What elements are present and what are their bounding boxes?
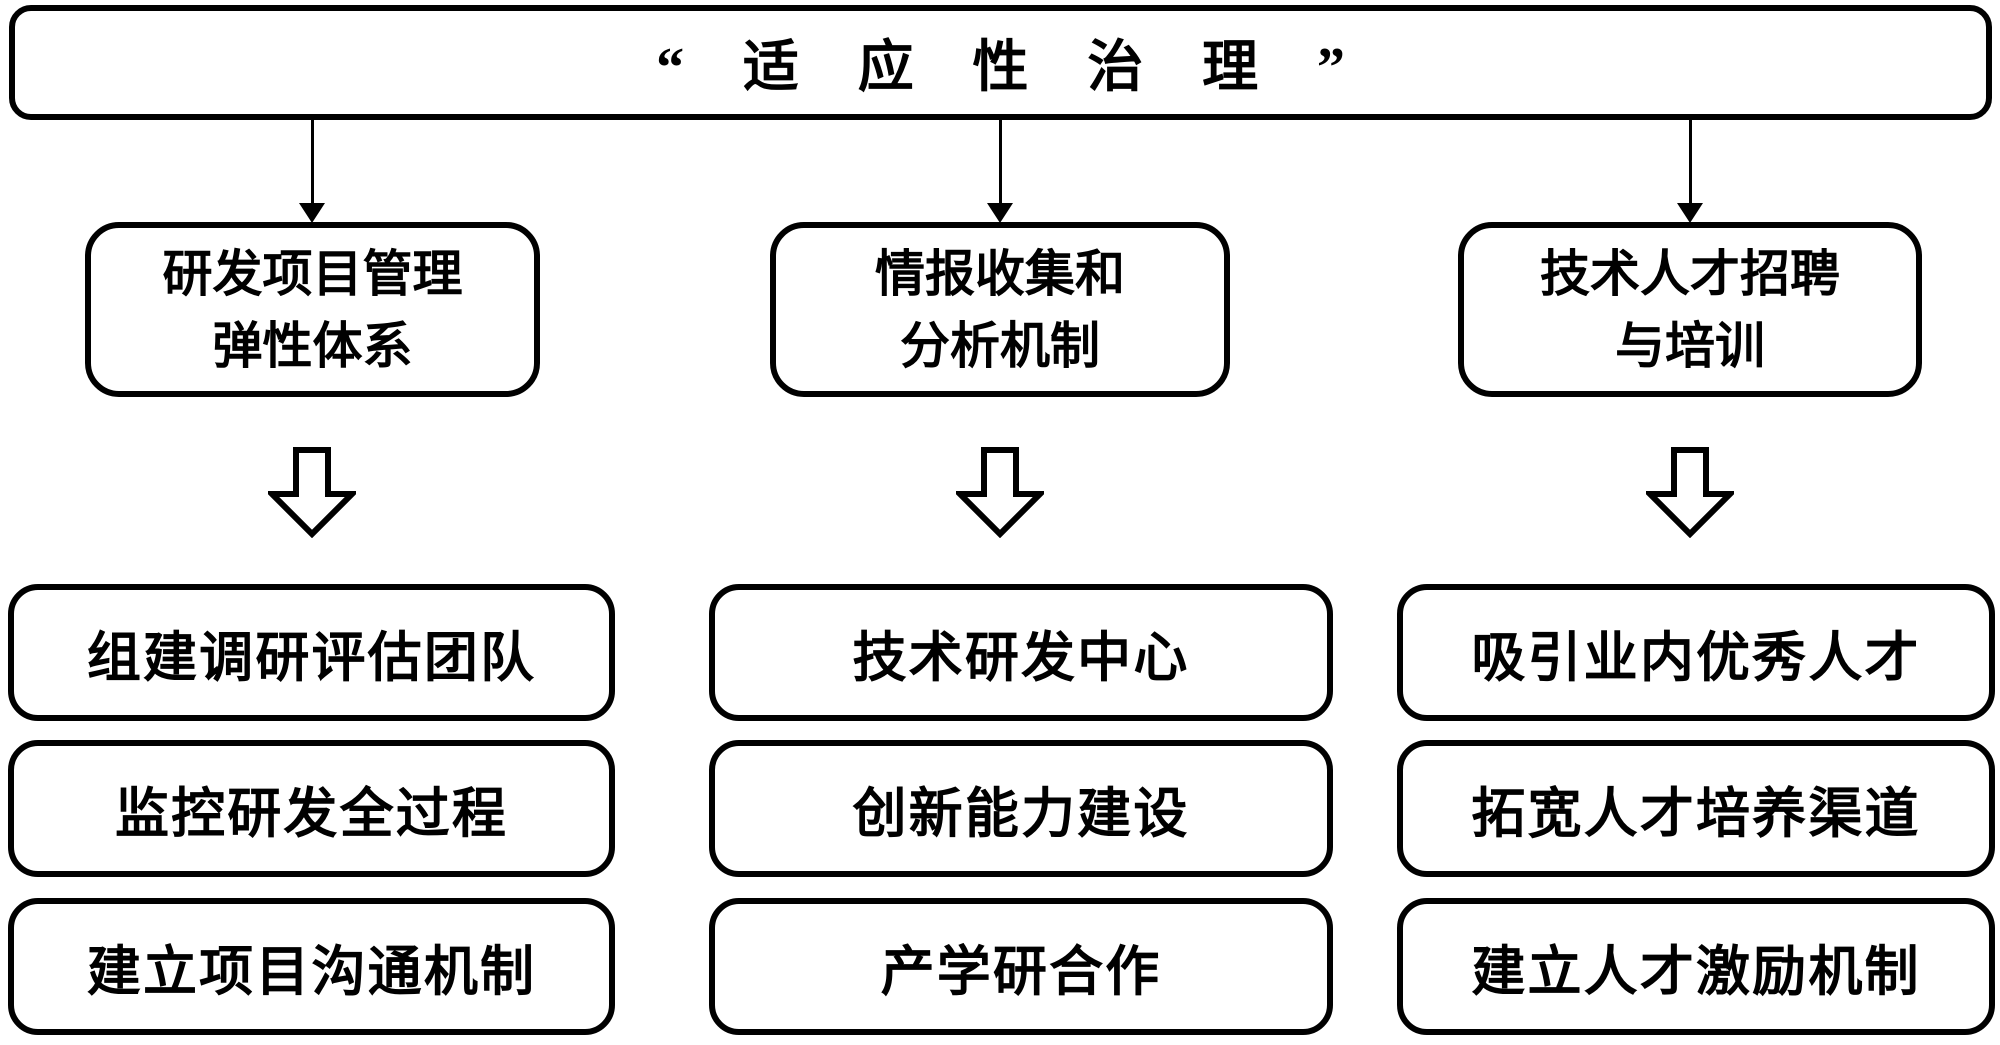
leaf-label: 吸引业内优秀人才	[1471, 628, 1921, 688]
leaf-label: 创新能力建设	[852, 784, 1190, 844]
arrowhead-icon	[987, 203, 1013, 223]
leaf-label: 监控研发全过程	[114, 784, 509, 844]
leaf-box: 创新能力建设	[709, 740, 1333, 877]
arrowhead-icon	[299, 203, 325, 223]
leaf-box: 建立项目沟通机制	[8, 898, 615, 1035]
branch-title-line: 弹性体系	[212, 317, 413, 374]
connector-line	[1688, 120, 1692, 204]
leaf-label: 组建调研评估团队	[86, 628, 537, 688]
arrowhead-icon	[1677, 203, 1703, 223]
leaf-box: 建立人才激励机制	[1397, 898, 1995, 1035]
connector-line	[998, 120, 1002, 204]
leaf-label: 技术研发中心	[852, 628, 1190, 688]
down-connector-arrow	[1677, 120, 1703, 223]
leaf-box: 产学研合作	[709, 898, 1333, 1035]
leaf-box: 组建调研评估团队	[8, 584, 615, 721]
down-connector-arrow	[987, 120, 1013, 223]
block-down-arrow-icon	[1646, 446, 1734, 538]
branch-title-line: 情报收集和	[875, 245, 1125, 302]
branch-box-intel-analysis: 情报收集和 分析机制	[770, 222, 1230, 397]
leaf-label: 建立人才激励机制	[1471, 942, 1921, 1002]
leaf-box: 技术研发中心	[709, 584, 1333, 721]
branch-title-line: 研发项目管理	[162, 245, 463, 302]
down-connector-arrow	[299, 120, 325, 223]
block-down-arrow-icon	[956, 446, 1044, 538]
leaf-box: 监控研发全过程	[8, 740, 615, 877]
connector-line	[310, 120, 314, 204]
branch-title-line: 分析机制	[900, 317, 1100, 374]
leaf-box: 拓宽人才培养渠道	[1397, 740, 1995, 877]
branch-title-line: 与培训	[1615, 317, 1765, 374]
root-label: “适应性治理”	[656, 37, 1404, 99]
branch-title-line: 技术人才招聘	[1540, 245, 1840, 302]
leaf-label: 拓宽人才培养渠道	[1471, 784, 1921, 844]
root-node: “适应性治理”	[9, 5, 1992, 120]
leaf-label: 建立项目沟通机制	[86, 942, 537, 1002]
block-down-arrow-icon	[268, 446, 356, 538]
branch-box-rd-management: 研发项目管理 弹性体系	[85, 222, 540, 397]
branch-box-talent-training: 技术人才招聘 与培训	[1458, 222, 1922, 397]
leaf-label: 产学研合作	[880, 942, 1162, 1002]
leaf-box: 吸引业内优秀人才	[1397, 584, 1995, 721]
